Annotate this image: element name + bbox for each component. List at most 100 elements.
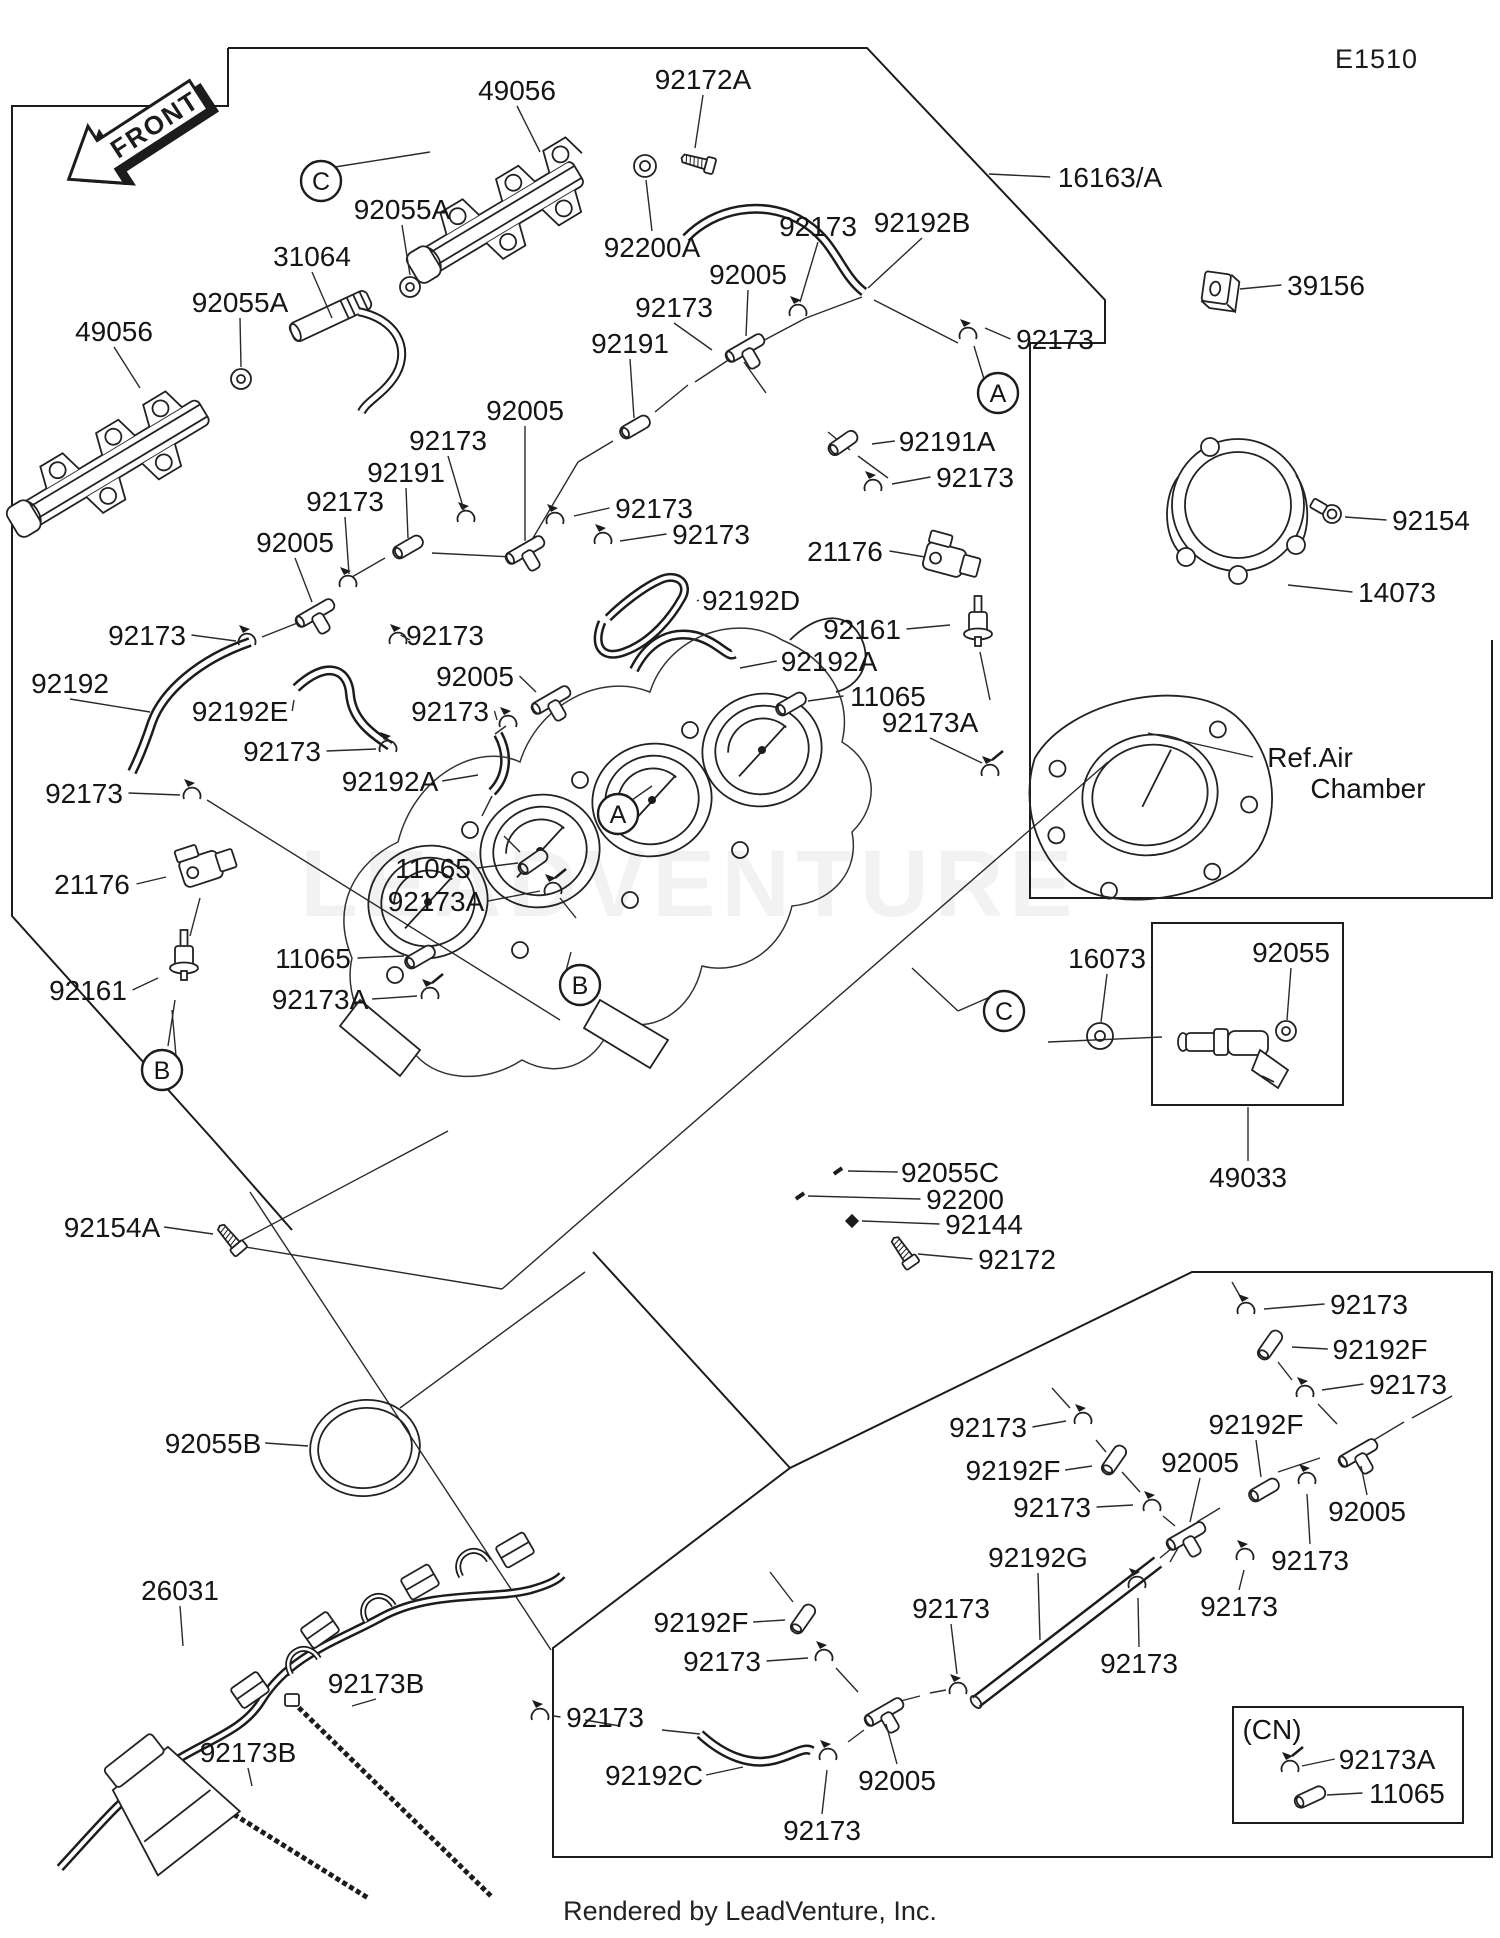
part-label-92055[interactable]: 92055 xyxy=(1252,937,1330,968)
part-label-92192F[interactable]: 92192F xyxy=(1333,1334,1428,1365)
part-label-92005[interactable]: 92005 xyxy=(436,661,514,692)
part-label-92191[interactable]: 92191 xyxy=(591,328,669,359)
part-label-92173[interactable]: 92173 xyxy=(635,292,713,323)
part-label-92172A[interactable]: 92172A xyxy=(655,64,752,95)
part-label-92192F[interactable]: 92192F xyxy=(966,1455,1061,1486)
part-label-92173[interactable]: 92173 xyxy=(615,493,693,524)
hose-core xyxy=(698,1732,814,1765)
part-label-92154[interactable]: 92154 xyxy=(1392,505,1470,536)
part-label-92173[interactable]: 92173 xyxy=(1013,1492,1091,1523)
label-leader-line xyxy=(696,599,700,602)
part-label-49056[interactable]: 49056 xyxy=(478,75,556,106)
part-label-92173[interactable]: 92173 xyxy=(1271,1545,1349,1576)
part-label-92173[interactable]: 92173 xyxy=(243,736,321,767)
circled-letter-leader xyxy=(565,951,572,972)
part-label-92173[interactable]: 92173 xyxy=(409,425,487,456)
part-label-21176[interactable]: 21176 xyxy=(807,536,883,567)
part-label-92055A[interactable]: 92055A xyxy=(192,287,289,318)
circled-letter-leader xyxy=(973,345,985,380)
part-label-49056[interactable]: 49056 xyxy=(75,316,153,347)
part-label-92192A[interactable]: 92192A xyxy=(781,646,878,677)
part-label-92192F[interactable]: 92192F xyxy=(1209,1409,1304,1440)
part-label-92173[interactable]: 92173 xyxy=(108,620,186,651)
part-label-92173[interactable]: 92173 xyxy=(1100,1648,1178,1679)
part-label-92172[interactable]: 92172 xyxy=(978,1244,1056,1275)
part-label-92173[interactable]: 92173 xyxy=(406,620,484,651)
part-label-11065[interactable]: 11065 xyxy=(850,681,926,712)
part-label-92192[interactable]: 92192 xyxy=(31,668,109,699)
part-label-92055B[interactable]: 92055B xyxy=(165,1428,262,1459)
label-leader-line xyxy=(311,271,333,319)
part-label-92173[interactable]: 92173 xyxy=(949,1412,1027,1443)
part-label-16163A[interactable]: 16163/A xyxy=(1058,162,1163,193)
t-joint-icon xyxy=(1337,1438,1379,1475)
part-label-92192F[interactable]: 92192F xyxy=(654,1607,749,1638)
part-label-92144[interactable]: 92144 xyxy=(945,1209,1023,1240)
screw-icon xyxy=(890,1236,920,1271)
part-label-26031[interactable]: 26031 xyxy=(141,1575,219,1606)
part-label-14073[interactable]: 14073 xyxy=(1358,577,1436,608)
part-label-92191[interactable]: 92191 xyxy=(367,457,445,488)
part-label-92005[interactable]: 92005 xyxy=(486,395,564,426)
part-label-92005[interactable]: 92005 xyxy=(1328,1496,1406,1527)
label-leader-line xyxy=(553,1715,561,1718)
part-label-49033[interactable]: 49033 xyxy=(1209,1162,1287,1193)
part-label-92173[interactable]: 92173 xyxy=(783,1815,861,1846)
part-label-92200A[interactable]: 92200A xyxy=(604,232,701,263)
leader-line xyxy=(1231,1281,1241,1297)
label-leader-line xyxy=(861,1220,940,1225)
circled-letter-A xyxy=(596,792,640,836)
part-label-11065[interactable]: 11065 xyxy=(1369,1778,1445,1809)
part-label-92005[interactable]: 92005 xyxy=(709,259,787,290)
part-label-39156[interactable]: 39156 xyxy=(1287,270,1365,301)
part-label-92173[interactable]: 92173 xyxy=(306,486,384,517)
hose-core xyxy=(129,639,251,774)
o-ring-icon xyxy=(230,368,252,390)
part-label-92192G[interactable]: 92192G xyxy=(988,1542,1088,1573)
part-label-21176[interactable]: 21176 xyxy=(54,869,130,900)
part-label-11065[interactable]: 11065 xyxy=(275,943,351,974)
part-label-92173B[interactable]: 92173B xyxy=(200,1737,297,1768)
part-label-92161[interactable]: 92161 xyxy=(823,614,901,645)
part-label-92173A[interactable]: 92173A xyxy=(272,984,369,1015)
part-label-92173[interactable]: 92173 xyxy=(672,519,750,550)
part-label-92173[interactable]: 92173 xyxy=(45,778,123,809)
part-label-92173A[interactable]: 92173A xyxy=(1339,1744,1436,1775)
part-label-92173[interactable]: 92173 xyxy=(683,1646,761,1677)
part-label-92173[interactable]: 92173 xyxy=(411,696,489,727)
part-label-92173[interactable]: 92173 xyxy=(1330,1289,1408,1320)
part-label-92173[interactable]: 92173 xyxy=(779,211,857,242)
part-label-92192D[interactable]: 92192D xyxy=(702,585,800,616)
part-label-92192C[interactable]: 92192C xyxy=(605,1760,703,1791)
part-label-92191A[interactable]: 92191A xyxy=(899,426,996,457)
part-label-92005[interactable]: 92005 xyxy=(256,527,334,558)
part-label-92192A[interactable]: 92192A xyxy=(342,766,439,797)
label-leader-line xyxy=(442,774,479,782)
leader-line xyxy=(584,1719,621,1727)
hose-core xyxy=(631,632,736,672)
part-label-31064[interactable]: 31064 xyxy=(273,241,351,272)
part-label-92154A[interactable]: 92154A xyxy=(64,1212,161,1243)
leader-line xyxy=(835,1667,859,1693)
part-label-92173[interactable]: 92173 xyxy=(1016,324,1094,355)
part-label-92173[interactable]: 92173 xyxy=(1200,1591,1278,1622)
part-label-92173A[interactable]: 92173A xyxy=(388,886,485,917)
part-label-92161[interactable]: 92161 xyxy=(49,975,127,1006)
part-label-11065[interactable]: 11065 xyxy=(395,853,471,884)
part-label-92173[interactable]: 92173 xyxy=(566,1702,644,1733)
part-label-16073[interactable]: 16073 xyxy=(1068,943,1146,974)
part-label-92005[interactable]: 92005 xyxy=(1161,1447,1239,1478)
part-label-92055A[interactable]: 92055A xyxy=(354,194,451,225)
part-label-92055C[interactable]: 92055C xyxy=(901,1157,999,1188)
part-label-92192B[interactable]: 92192B xyxy=(874,207,971,238)
part-label-92173[interactable]: 92173 xyxy=(1369,1369,1447,1400)
part-label-92173[interactable]: 92173 xyxy=(936,462,1014,493)
part-label-92173B[interactable]: 92173B xyxy=(328,1668,425,1699)
part-label-92173A[interactable]: 92173A xyxy=(882,707,979,738)
part-label-92200[interactable]: 92200 xyxy=(926,1184,1004,1215)
part-label-92173[interactable]: 92173 xyxy=(912,1593,990,1624)
part-label-92192E[interactable]: 92192E xyxy=(192,696,289,727)
label-leader-line xyxy=(519,675,537,693)
leader-line xyxy=(494,725,507,735)
part-label-92005[interactable]: 92005 xyxy=(858,1765,936,1796)
